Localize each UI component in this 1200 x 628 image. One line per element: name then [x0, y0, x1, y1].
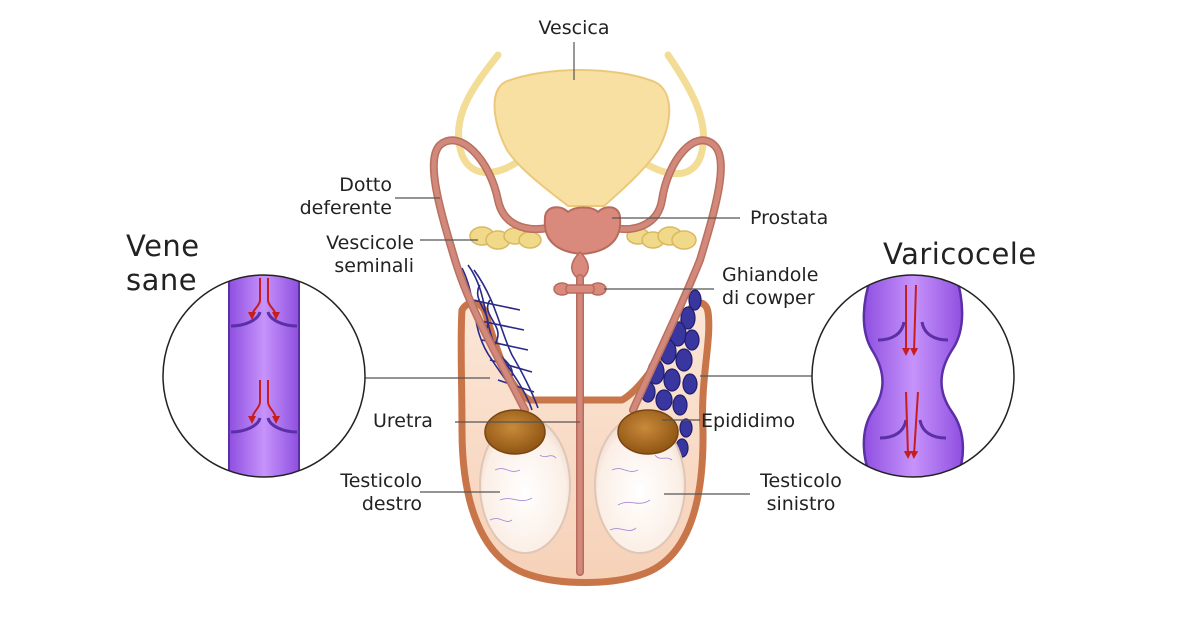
healthy-veins-title: Vene sane [126, 229, 200, 297]
label-dotto-deferente: Dotto deferente [299, 174, 392, 219]
label-uretra: Uretra [373, 410, 433, 432]
cowper-glands [553, 282, 607, 296]
leader-lines [364, 42, 812, 495]
varicocele-title: Varicocele [883, 237, 1037, 271]
label-prostata: Prostata [750, 207, 829, 229]
varicocele-inset [811, 274, 1015, 478]
label-testicolo-destro: Testicolo destro [340, 470, 422, 515]
ureters [454, 51, 708, 178]
label-vescicole-seminali: Vescicole seminali [326, 232, 414, 277]
seminal-vesicles [469, 226, 697, 250]
label-ghiandole-cowper: Ghiandole di cowper [722, 264, 819, 309]
label-vescica: Vescica [538, 17, 610, 39]
healthy-vein-inset [162, 274, 366, 478]
bladder [493, 69, 671, 207]
epididymis [484, 409, 679, 455]
label-epididimo: Epididimo [701, 410, 796, 432]
urethra [571, 250, 589, 576]
vein-plexus-right [640, 289, 702, 458]
vas-deferens [429, 136, 725, 414]
label-testicolo-sinistro: Testicolo sinistro [760, 470, 842, 515]
prostate [543, 206, 622, 256]
